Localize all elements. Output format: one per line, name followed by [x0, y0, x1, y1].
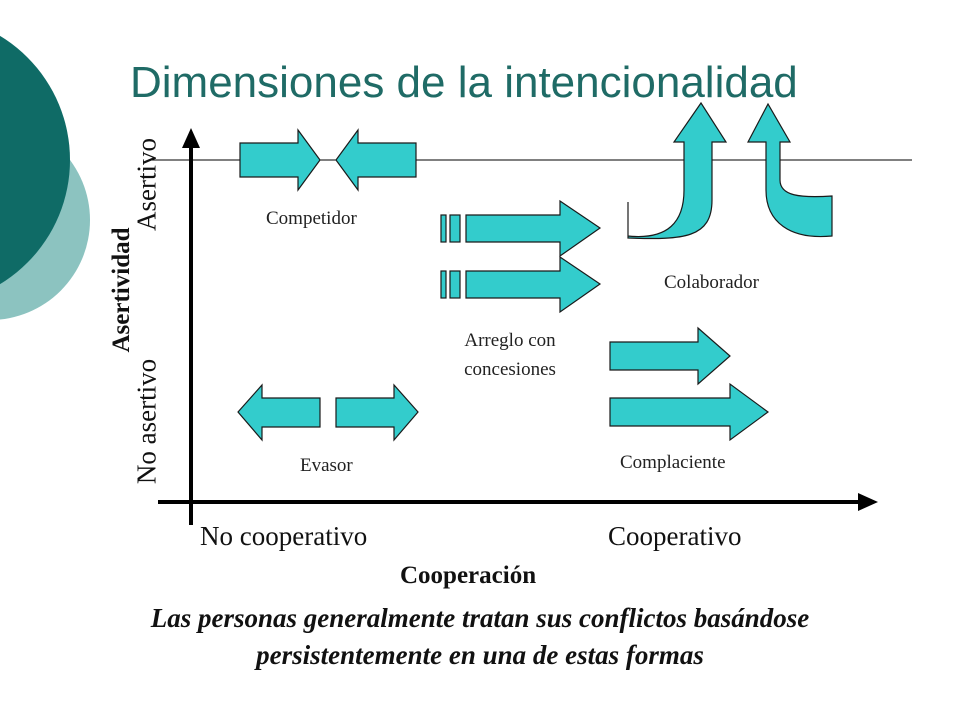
collaborator-label: Colaborador	[664, 272, 759, 293]
compromise-label-line2: concesiones	[464, 359, 556, 380]
avoider-arrow-left	[237, 383, 321, 442]
accommodator-arrows	[609, 326, 770, 442]
competitor-arrows	[239, 128, 417, 192]
compromise-stripe	[440, 270, 447, 299]
compromise-arrows	[440, 199, 602, 314]
caption-line1: Las personas generalmente tratan sus con…	[150, 603, 810, 633]
accommodator-arrow-bottom	[609, 382, 770, 442]
x-axis-high-label: Cooperativo	[608, 521, 742, 551]
compromise-stripe	[449, 214, 461, 243]
y-axis-low-label: No asertivo	[131, 358, 162, 485]
competitor-arrow-left	[335, 128, 417, 192]
compromise-arrow-bottom	[465, 255, 602, 314]
x-axis-title: Cooperación	[400, 562, 537, 589]
page-title: Dimensiones de la intencionalidad	[130, 58, 798, 107]
compromise-stripe	[440, 214, 447, 243]
accommodator-label: Complaciente	[620, 452, 726, 473]
caption-line2: persistentemente en una de estas formas	[256, 640, 704, 670]
avoider-label: Evasor	[300, 455, 353, 476]
avoider-arrows	[237, 383, 419, 442]
x-axis-arrowhead	[858, 493, 878, 511]
x-axis-low-label: No cooperativo	[200, 521, 368, 551]
accommodator-arrow-top	[609, 326, 731, 386]
avoider-arrow-right	[335, 383, 419, 442]
collaborator-arrow-right	[747, 102, 833, 238]
competitor-label: Competidor	[266, 208, 357, 229]
compromise-label-line1: Arreglo con	[464, 330, 556, 351]
competitor-arrow-right	[239, 128, 321, 192]
dark-circle-shape	[0, 35, 70, 285]
y-axis-arrowhead	[182, 128, 200, 148]
y-axis-high-label: Asertivo	[131, 138, 162, 231]
collaborator-arrow-left	[627, 101, 728, 240]
collaborator-arrows	[627, 101, 833, 240]
compromise-stripe	[449, 270, 461, 299]
compromise-arrow-top	[465, 199, 602, 258]
